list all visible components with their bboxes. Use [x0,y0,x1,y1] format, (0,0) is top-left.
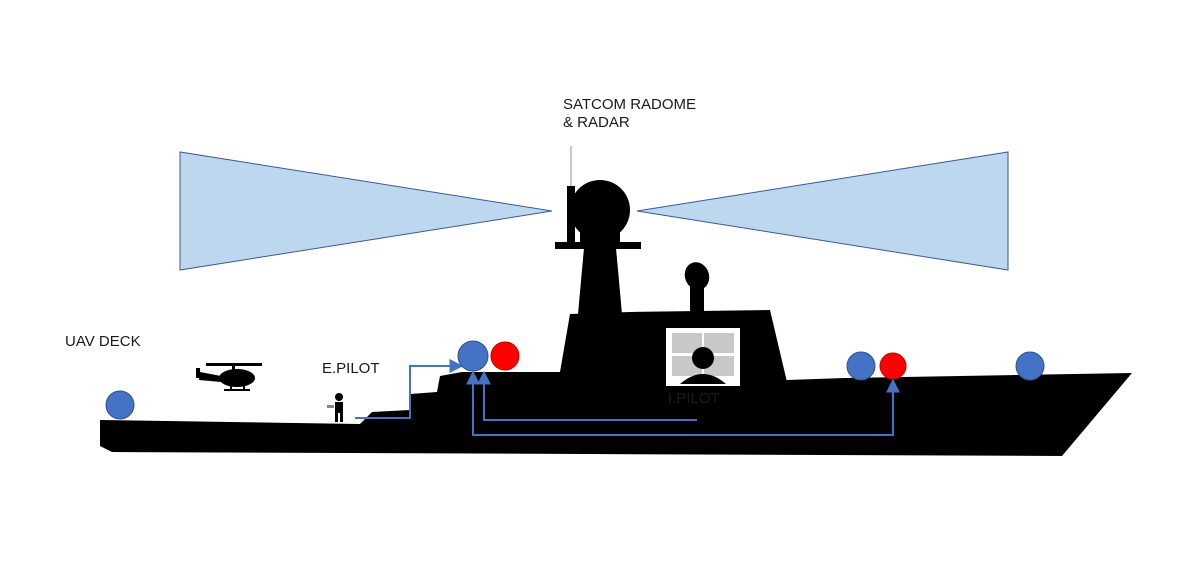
blue-marker-bow [1015,351,1045,381]
radome-label-line1: SATCOM RADOME [563,96,697,113]
ship-hull [100,372,1132,456]
helicopter-icon [196,363,262,391]
radome-pedestal [580,226,620,248]
blue-marker-stern [105,390,135,420]
aft-radar-dish [684,262,710,290]
link-epilot-to-sensor [355,359,464,419]
i-pilot-label: I.PILOT [668,390,720,407]
link-loop [466,370,900,436]
satcom-radome [570,180,630,240]
radar-beam-left [179,151,553,271]
radar-beam-right [636,151,1009,271]
blue-marker-fore [846,351,876,381]
blue-marker-midship [457,340,489,372]
red-marker-fore [879,352,907,380]
red-marker-midship [490,341,520,371]
person-icon [327,393,343,422]
radome-radar-label: SATCOM RADOME & RADAR [563,96,696,132]
radome-label-line2: & RADAR [563,114,630,131]
aft-radar-post [690,286,704,312]
main-mast [578,248,622,314]
e-pilot-label: E.PILOT [322,360,380,377]
uav-deck-label: UAV DECK [65,333,141,350]
operator-console-icon [666,328,740,386]
